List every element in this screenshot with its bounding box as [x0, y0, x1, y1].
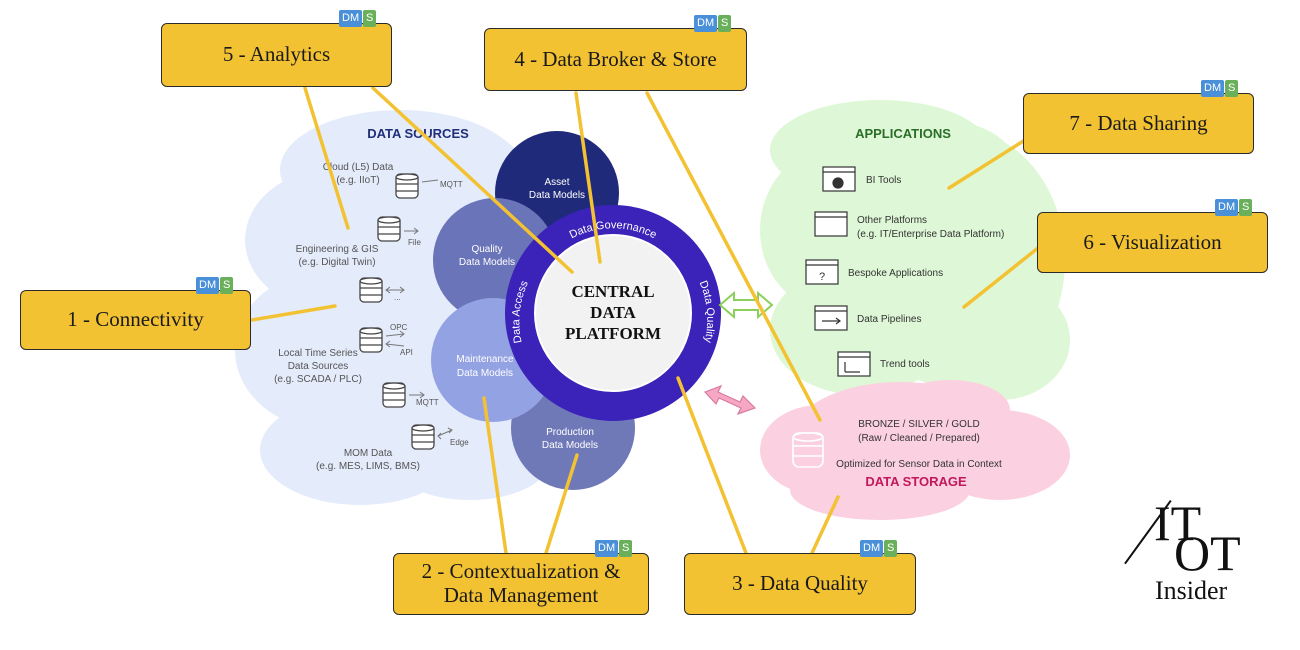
- maintenance-models-label-2: Data Models: [457, 368, 513, 379]
- data-sources-title: DATA SOURCES: [367, 126, 469, 141]
- protocol-arrows: [385, 179, 453, 440]
- dm-badge: DM: [694, 15, 718, 32]
- database-icon: [359, 277, 383, 303]
- app-bi-tools: BI Tools: [866, 175, 901, 186]
- protocol-file: File: [408, 238, 421, 247]
- storage-double-arrow: [703, 384, 757, 416]
- s-badge: S: [1225, 80, 1239, 97]
- data-quality-callout: 3 - Data Quality DM S: [684, 540, 916, 615]
- data-sharing-callout-label: 7 - Data Sharing: [1069, 110, 1208, 135]
- database-icon: [377, 216, 401, 242]
- database-icon: [382, 382, 406, 408]
- app-data-pipelines: Data Pipelines: [857, 314, 921, 325]
- trend-window-icon: [837, 351, 871, 377]
- cloud-data-label-2: (e.g. IIoT): [336, 175, 379, 186]
- question-mark-glyph: ?: [819, 271, 825, 283]
- arrow-window-icon: [814, 305, 848, 331]
- engineering-label-1: Engineering & GIS: [296, 244, 379, 255]
- protocol-api: API: [400, 348, 413, 357]
- s-badge: S: [718, 15, 732, 32]
- question-window-icon: [805, 259, 839, 285]
- s-badge: S: [884, 540, 898, 557]
- s-badge: S: [363, 10, 377, 27]
- central-platform-line-3: PLATFORM: [565, 324, 661, 343]
- logo-it: IT: [1154, 495, 1202, 551]
- local-ts-label-1: Local Time Series: [278, 348, 357, 359]
- platform-inner-circle: [534, 234, 692, 392]
- database-icon: [792, 432, 824, 468]
- app-trend-tools: Trend tools: [880, 359, 930, 370]
- pie-chart-window-icon: [822, 166, 856, 192]
- contextualization-callout: 2 - Contextualization & Data Management …: [393, 540, 649, 615]
- production-models-label-2: Data Models: [542, 440, 598, 451]
- protocol-mqtt-1: MQTT: [440, 180, 463, 189]
- window-icon: [814, 211, 848, 237]
- quality-models-label-1: Quality: [471, 244, 502, 255]
- maintenance-models-label-1: Maintenance: [456, 354, 514, 365]
- s-badge: S: [1239, 199, 1253, 216]
- data-sharing-callout: 7 - Data Sharing DM S: [1023, 80, 1254, 154]
- dm-badge: DM: [196, 277, 220, 294]
- connectivity-callout-label: 1 - Connectivity: [67, 307, 204, 332]
- storage-optimized: Optimized for Sensor Data in Context: [836, 459, 1002, 470]
- engineering-label-2: (e.g. Digital Twin): [298, 257, 375, 268]
- cloud-data-label-1: Cloud (L5) Data: [323, 162, 394, 173]
- dm-badge: DM: [1215, 199, 1239, 216]
- visualization-callout-label: 6 - Visualization: [1083, 229, 1222, 254]
- app-other-platforms-1: Other Platforms: [857, 215, 927, 226]
- analytics-callout-label: 5 - Analytics: [222, 42, 331, 67]
- it-ot-insider-logo: IT OT Insider: [1124, 495, 1262, 608]
- storage-tiers: BRONZE / SILVER / GOLD: [858, 419, 980, 430]
- data-storage-cloud: [760, 380, 1070, 520]
- app-other-platforms-2: (e.g. IT/Enterprise Data Platform): [857, 229, 1004, 240]
- data-broker-callout: 4 - Data Broker & Store DM S: [484, 15, 747, 91]
- analytics-callout: 5 - Analytics DM S: [161, 10, 392, 87]
- logo-ot: OT: [1174, 525, 1241, 581]
- database-icon: [395, 173, 419, 199]
- visualization-callout: 6 - Visualization DM S: [1037, 199, 1268, 273]
- dm-badge: DM: [339, 10, 363, 27]
- applications-double-arrow: [718, 290, 774, 320]
- quality-models-label-2: Data Models: [459, 257, 515, 268]
- storage-tiers-sub: (Raw / Cleaned / Prepared): [858, 433, 980, 444]
- dm-badge: DM: [860, 540, 884, 557]
- central-platform-line-1: CENTRAL: [571, 282, 654, 301]
- central-platform-line-2: DATA: [590, 303, 636, 322]
- logo-insider: Insider: [1155, 576, 1228, 605]
- connectivity-callout: 1 - Connectivity DM S: [20, 277, 251, 350]
- data-storage-title: DATA STORAGE: [865, 474, 967, 489]
- contextualization-callout-line-1: 2 - Contextualization &: [421, 559, 621, 584]
- protocol-mqtt-2: MQTT: [416, 398, 439, 407]
- mom-label-1: MOM Data: [344, 448, 393, 459]
- data-quality-callout-label: 3 - Data Quality: [732, 571, 868, 596]
- production-models-label-1: Production: [546, 427, 594, 438]
- dm-badge: DM: [595, 540, 619, 557]
- s-badge: S: [619, 540, 633, 557]
- protocol-opc: OPC: [390, 323, 408, 332]
- asset-models-label-2: Data Models: [529, 190, 585, 201]
- protocol-edge: Edge: [450, 438, 469, 447]
- local-ts-label-2: Data Sources: [288, 361, 349, 372]
- database-icon: [411, 424, 435, 450]
- applications-title: APPLICATIONS: [855, 126, 951, 141]
- s-badge: S: [220, 277, 234, 294]
- app-bespoke: Bespoke Applications: [848, 268, 943, 279]
- callout-leader-lines: [250, 86, 1040, 555]
- local-ts-label-3: (e.g. SCADA / PLC): [274, 374, 362, 385]
- database-icon: [359, 327, 383, 353]
- contextualization-callout-line-2: Data Management: [443, 583, 599, 607]
- asset-models-label-1: Asset: [544, 177, 569, 188]
- mom-label-2: (e.g. MES, LIMS, BMS): [316, 461, 420, 472]
- dm-badge: DM: [1201, 80, 1225, 97]
- data-broker-callout-label: 4 - Data Broker & Store: [514, 46, 717, 71]
- protocol-dots: ...: [394, 293, 401, 302]
